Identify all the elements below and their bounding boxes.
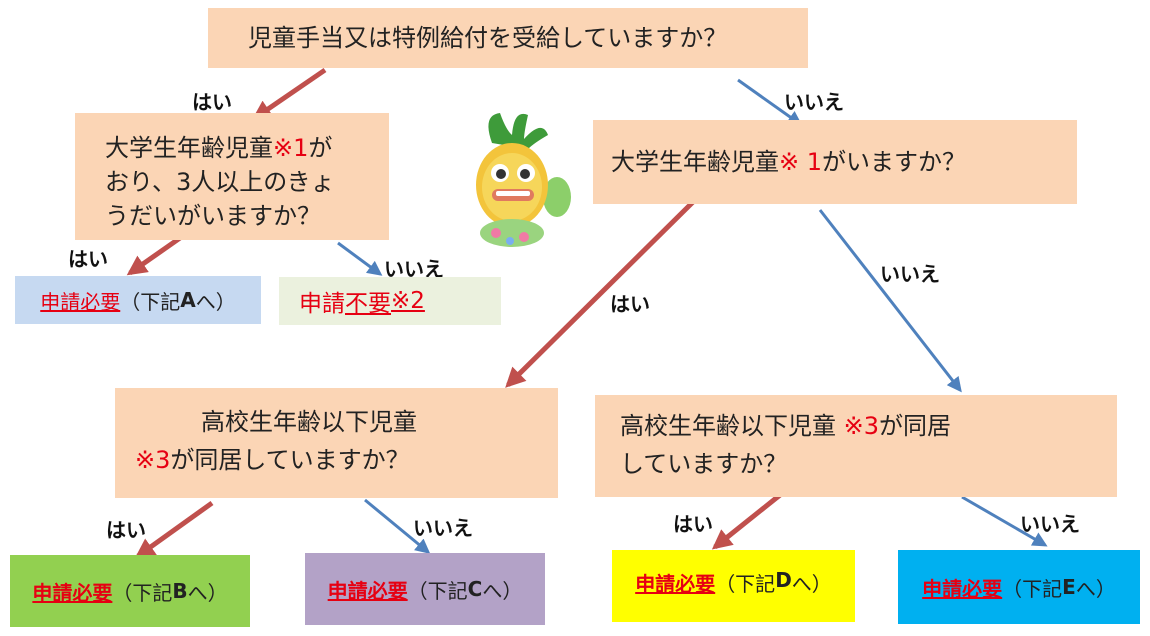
note-mark-2: ※2 <box>391 288 425 314</box>
label-yes-q2: はい <box>68 247 108 271</box>
result-c-letter: C <box>467 577 483 601</box>
q2-line2: おり、3人以上のきょ <box>105 168 335 196</box>
question-highschool-child-right: 高校生年齢以下児童 ※3が同居 していますか？ <box>595 395 1117 497</box>
result-not-required: 申請不要※2 <box>279 277 501 325</box>
q5-line1-post: が同居 <box>879 412 952 440</box>
question-receiving-allowance-text: 児童手当又は特例給付を受給していますか？ <box>248 24 728 52</box>
result-d-ref-close: へ） <box>791 572 832 596</box>
q2-line1-post: が <box>308 134 333 162</box>
pineapple-mascot-image <box>476 113 571 247</box>
not-required-label: 不要 <box>345 291 391 317</box>
q3-text-post: がいますか？ <box>822 148 967 176</box>
result-a-ref: （下記 <box>120 289 181 314</box>
q4-line1: 高校生年齢以下児童 <box>201 408 417 436</box>
result-e-ref-close: へ） <box>1075 576 1116 601</box>
result-d-ref: （下記 <box>715 572 776 596</box>
arrow-q4-yes <box>134 500 214 559</box>
q5-line2: していますか？ <box>620 450 788 478</box>
result-b-required: 申請必要 <box>32 580 113 605</box>
arrow-q3-yes <box>505 198 697 388</box>
result-b-ref-close: へ） <box>187 580 228 605</box>
result-e-ref: （下記 <box>1002 576 1063 601</box>
question-highschool-child-left: 高校生年齢以下児童 ※3が同居していますか？ <box>115 388 558 498</box>
label-yes-q3: はい <box>610 292 650 316</box>
arrow-q5-yes <box>711 493 782 550</box>
arrow-q1-no <box>737 78 803 126</box>
arrow-q3-no <box>818 209 962 393</box>
question-receiving-allowance: 児童手当又は特例給付を受給していますか？ <box>208 8 808 68</box>
arrow-q2-no <box>337 241 383 276</box>
result-b-ref: （下記 <box>112 580 173 605</box>
question-three-siblings: 大学生年齢児童※1が おり、3人以上のきょ うだいがいますか？ <box>75 113 389 240</box>
note-mark-1: ※1 <box>273 134 309 162</box>
result-e-required: 申請必要 <box>922 576 1003 601</box>
arrow-q4-no <box>364 498 431 554</box>
result-d-required: 申請必要 <box>635 572 716 596</box>
result-c-ref: （下記 <box>407 578 468 603</box>
note-mark-1: ※ 1 <box>779 148 823 176</box>
note-mark-3: ※3 <box>135 446 171 474</box>
q3-text-pre: 大学生年齢児童 <box>611 148 779 176</box>
label-no-q1: いいえ <box>784 90 844 114</box>
arrow-q5-no <box>961 495 1048 547</box>
q2-line1: 大学生年齢児童 <box>105 134 273 162</box>
result-a-letter: A <box>180 288 196 312</box>
label-yes-q5: はい <box>673 512 713 536</box>
result-c-required: 申請必要 <box>327 578 408 603</box>
result-a-required: 申請必要 <box>40 289 121 314</box>
q4-line2: が同居していますか？ <box>170 446 410 474</box>
label-no-q3: いいえ <box>880 262 940 286</box>
arrow-q1-yes <box>251 67 327 121</box>
not-required-pre: 申請 <box>299 291 345 317</box>
label-yes-q4: はい <box>106 518 146 542</box>
result-c-ref-close: へ） <box>482 578 523 603</box>
q2-line3: うだいがいますか？ <box>105 202 321 230</box>
result-b-letter: B <box>172 579 188 603</box>
label-no-q4: いいえ <box>413 516 473 540</box>
result-a-ref-close: へ） <box>195 289 236 314</box>
label-yes-q1: はい <box>192 90 232 114</box>
result-e-letter: E <box>1062 575 1076 599</box>
result-d-letter: D <box>775 568 792 592</box>
q5-line1-pre: 高校生年齢以下児童 <box>620 412 844 440</box>
note-mark-3: ※3 <box>843 412 880 440</box>
arrow-q2-yes <box>126 235 182 276</box>
label-no-q5: いいえ <box>1020 512 1080 536</box>
